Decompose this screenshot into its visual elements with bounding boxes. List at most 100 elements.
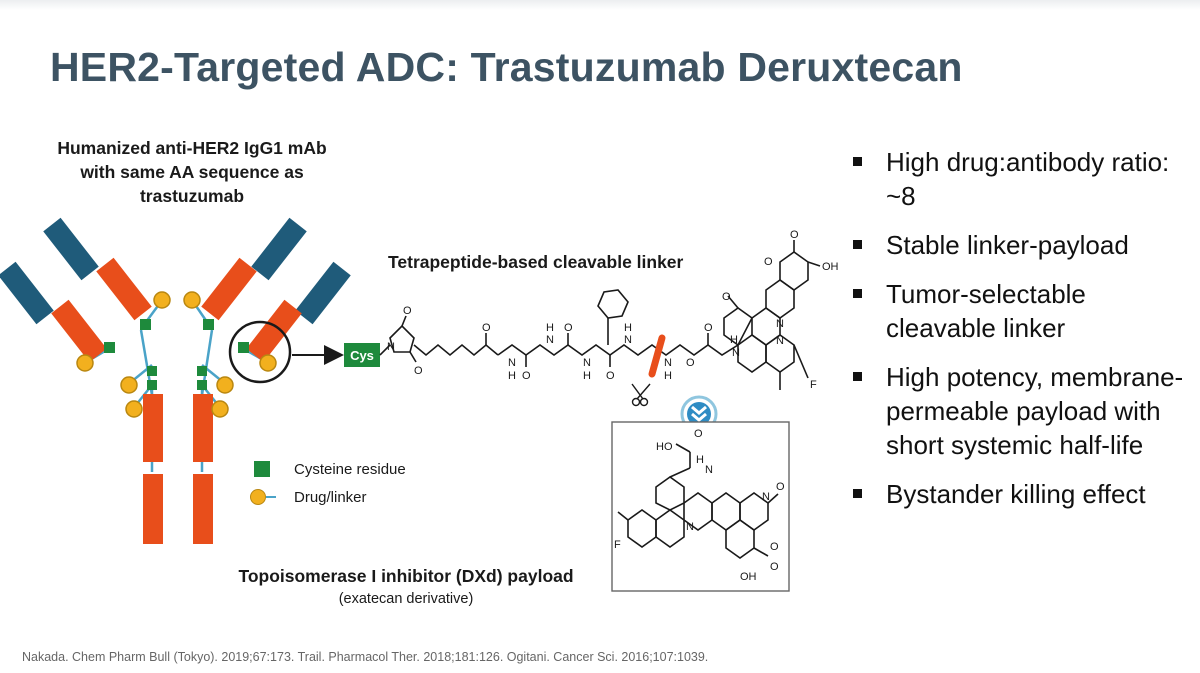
atom-label: OH bbox=[740, 571, 757, 583]
bullet-square-icon bbox=[853, 289, 862, 298]
payload-caption: Topoisomerase I inhibitor (DXd) payload … bbox=[196, 566, 616, 607]
atom-label: N bbox=[776, 335, 784, 347]
antibody-caption-line: trastuzumab bbox=[139, 186, 245, 206]
bullet-item: High drug:antibody ratio: ~8 bbox=[848, 145, 1193, 213]
variable-domain bbox=[251, 217, 307, 281]
atom-label: O bbox=[686, 357, 695, 369]
cysteine-residues bbox=[104, 319, 249, 390]
fc-domain bbox=[193, 394, 213, 462]
atom-label: O bbox=[764, 256, 773, 268]
cys-label: Cys bbox=[350, 348, 374, 363]
cleavage-mark bbox=[648, 334, 666, 378]
legend-label: Cysteine residue bbox=[294, 460, 406, 478]
atom-label: N bbox=[762, 491, 770, 503]
drug-linker bbox=[211, 400, 229, 418]
bullet-text: Stable linker-payload bbox=[886, 230, 1129, 260]
hinge-lines bbox=[87, 302, 266, 472]
payload-atom-labels: HO O H N F N N O O O OH bbox=[614, 428, 785, 583]
antibody-caption: Humanized anti-HER2 IgG1 mAb with same A… bbox=[22, 136, 362, 208]
atom-label: O bbox=[522, 370, 531, 382]
heavy-chain-constant bbox=[96, 257, 152, 321]
atom-label: N bbox=[776, 318, 784, 330]
atom-label: H bbox=[730, 334, 738, 346]
atom-label: F bbox=[614, 539, 621, 551]
atom-label: O bbox=[790, 229, 799, 241]
drug-linker bbox=[76, 354, 94, 372]
fc-domain bbox=[143, 394, 163, 462]
cysteine-square-icon bbox=[254, 461, 270, 477]
variable-domain bbox=[0, 261, 54, 325]
fc-domain bbox=[193, 474, 213, 544]
payload-structure bbox=[617, 443, 779, 559]
legend-item-cysteine: Cysteine residue bbox=[250, 455, 406, 483]
payload-structure-box bbox=[611, 421, 790, 592]
slide-title: HER2-Targeted ADC: Trastuzumab Deruxteca… bbox=[50, 44, 963, 90]
antibody-illustration bbox=[0, 217, 351, 544]
antibody-caption-line: with same AA sequence as bbox=[80, 162, 304, 182]
atom-label: H bbox=[583, 370, 591, 382]
key-features-list: High drug:antibody ratio: ~8 Stable link… bbox=[848, 145, 1193, 526]
atom-label: O bbox=[606, 370, 615, 382]
atom-label: H bbox=[508, 370, 516, 382]
atom-label: HO bbox=[656, 441, 673, 453]
bullet-text: Tumor-selectable cleavable linker bbox=[886, 279, 1086, 343]
drug-linker bbox=[120, 376, 138, 394]
drug-linker-ball-icon bbox=[250, 489, 276, 505]
bullet-square-icon bbox=[853, 372, 862, 381]
atom-label: N bbox=[387, 341, 395, 353]
atom-label: O bbox=[722, 291, 731, 303]
linker-structure bbox=[389, 240, 821, 390]
linker-caption: Tetrapeptide-based cleavable linker bbox=[388, 252, 684, 272]
bullet-square-icon bbox=[853, 240, 862, 249]
top-border bbox=[0, 0, 1200, 10]
cysteine-residue bbox=[197, 380, 207, 390]
bullet-text: High drug:antibody ratio: ~8 bbox=[886, 147, 1170, 211]
references-footer: Nakada. Chem Pharm Bull (Tokyo). 2019;67… bbox=[22, 650, 709, 664]
atom-label: O bbox=[414, 365, 423, 377]
bullet-item: High potency, membrane-permeable payload… bbox=[848, 360, 1193, 462]
drug-linker bbox=[183, 291, 201, 309]
cysteine-residue bbox=[104, 342, 115, 353]
atom-label: N bbox=[705, 464, 713, 476]
legend-label: Drug/linker bbox=[294, 488, 367, 506]
linker-atom-labels: O N O O N H O H N O N H O H N N H O O H … bbox=[387, 229, 839, 391]
atom-label: O bbox=[694, 428, 703, 440]
atom-label: H bbox=[664, 370, 672, 382]
atom-label: O bbox=[770, 541, 779, 553]
atom-label: N bbox=[664, 357, 672, 369]
drug-linker bbox=[216, 376, 234, 394]
drug-linkers bbox=[76, 291, 277, 418]
atom-label: O bbox=[403, 305, 412, 317]
bullet-square-icon bbox=[853, 489, 862, 498]
light-chain-constant bbox=[51, 299, 107, 363]
atom-label: H bbox=[546, 322, 554, 334]
atom-label: F bbox=[810, 379, 817, 391]
cysteine-residue bbox=[147, 380, 157, 390]
antibody-caption-line: Humanized anti-HER2 IgG1 mAb bbox=[57, 138, 327, 158]
atom-label: N bbox=[583, 357, 591, 369]
drug-linker bbox=[259, 354, 277, 372]
atom-label: OH bbox=[822, 261, 839, 273]
cysteine-residue bbox=[140, 319, 151, 330]
atom-label: O bbox=[770, 561, 779, 573]
atom-label: H bbox=[624, 322, 632, 334]
bullet-item: Stable linker-payload bbox=[848, 228, 1193, 262]
legend: Cysteine residue Drug/linker bbox=[250, 455, 406, 511]
payload-subtitle: (exatecan derivative) bbox=[338, 591, 474, 607]
bullet-item: Bystander killing effect bbox=[848, 477, 1193, 511]
atom-label: N bbox=[624, 334, 632, 346]
bullet-text: High potency, membrane-permeable payload… bbox=[886, 362, 1184, 460]
atom-label: O bbox=[704, 322, 713, 334]
atom-label: H bbox=[696, 454, 704, 466]
bullet-text: Bystander killing effect bbox=[886, 479, 1146, 509]
highlight-circle bbox=[228, 320, 292, 384]
atom-label: N bbox=[508, 357, 516, 369]
cysteine-residue bbox=[238, 342, 249, 353]
cysteine-residue bbox=[147, 366, 157, 376]
heavy-chain-constant bbox=[201, 257, 257, 321]
bullet-square-icon bbox=[853, 157, 862, 166]
atom-label: N bbox=[732, 347, 740, 359]
atom-label: O bbox=[564, 322, 573, 334]
cysteine-residue bbox=[197, 366, 207, 376]
